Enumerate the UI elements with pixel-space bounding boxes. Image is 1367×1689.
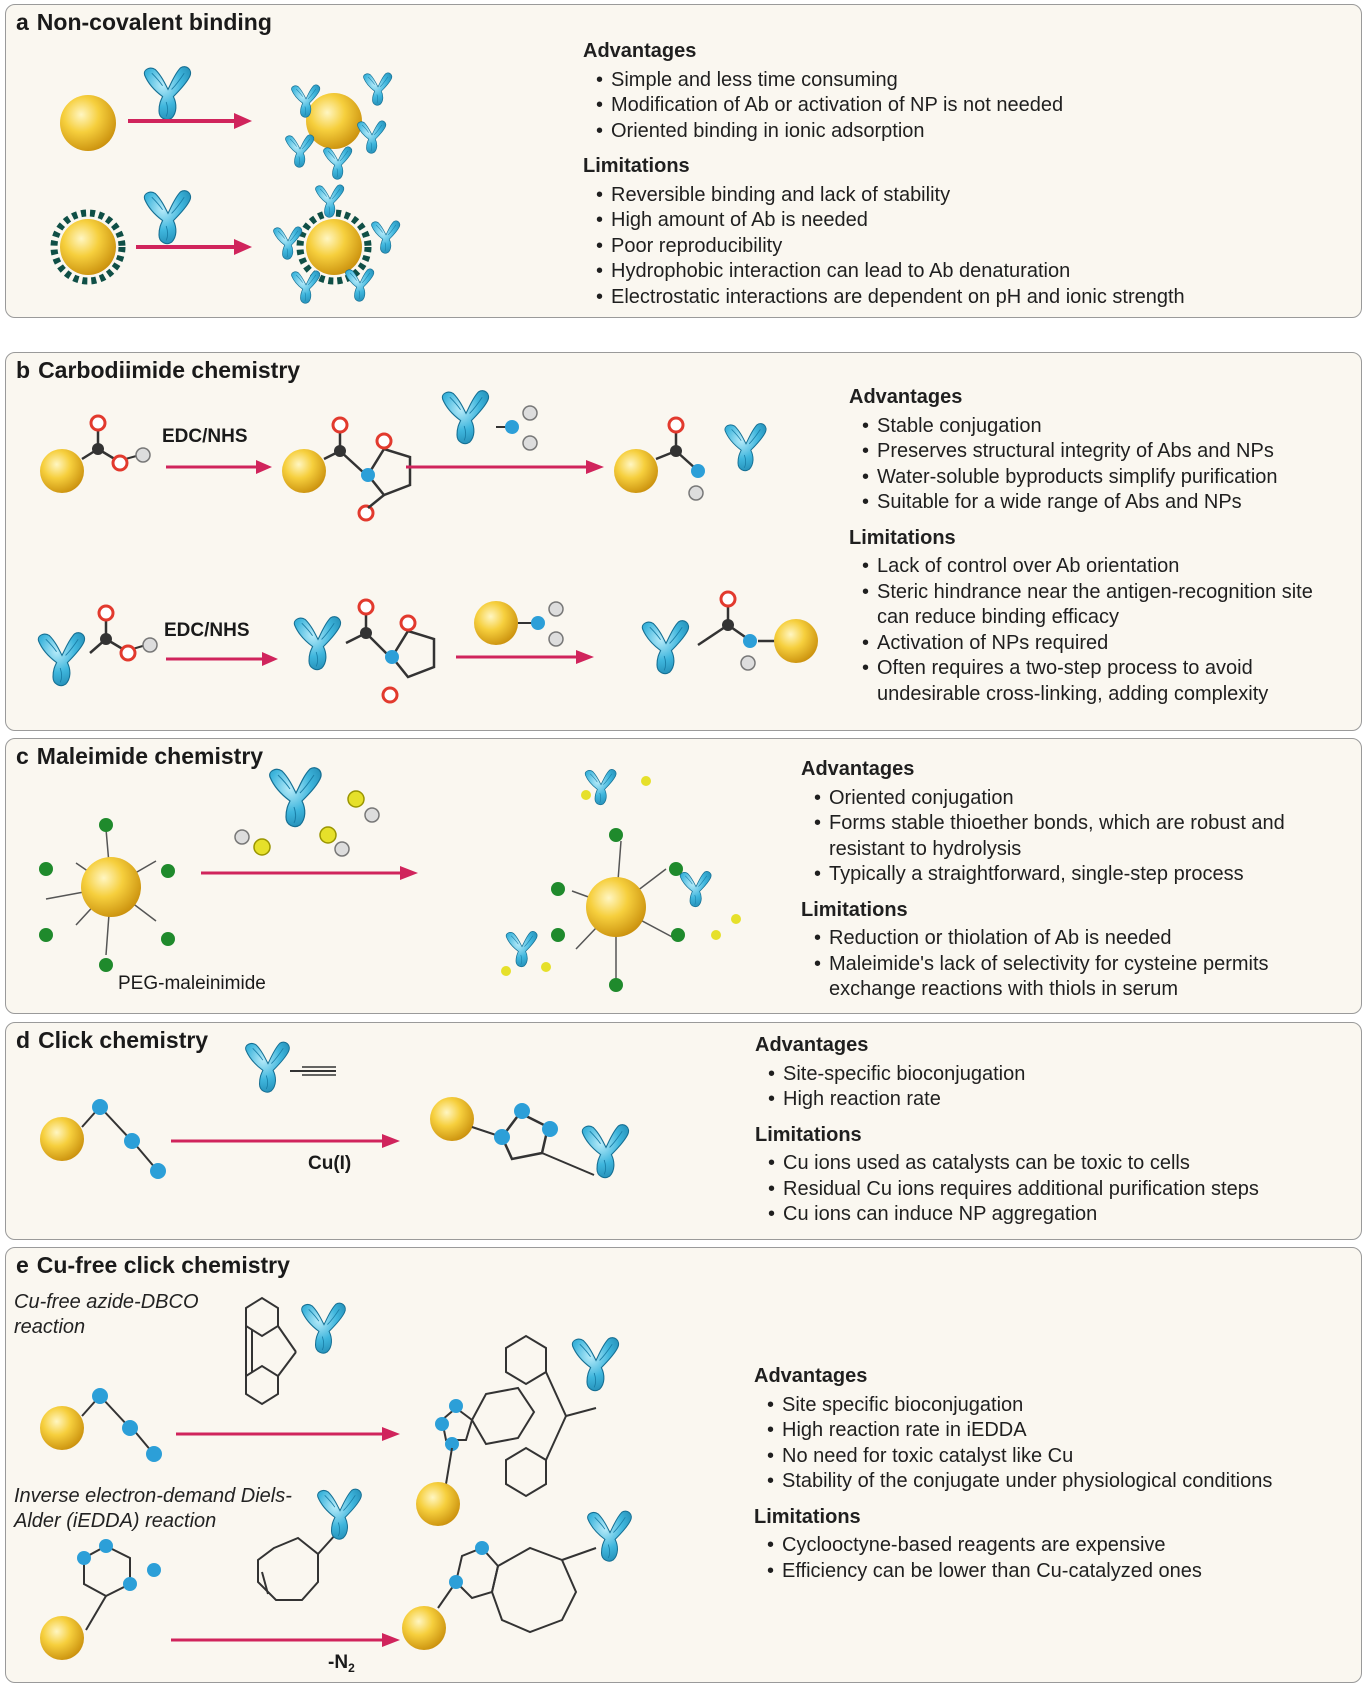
panel-c-text: Advantages Oriented conjugation Forms st… — [801, 757, 1329, 1013]
list-item: Lack of control over Ab orientation — [862, 554, 1317, 580]
panel-c-illustration: PEG-maleinimide — [39, 767, 741, 994]
reagent-label: EDC/NHS — [164, 620, 250, 641]
list-item: Modification of Ab or activation of NP i… — [596, 93, 1185, 119]
limitations-list: Cyclooctyne-based reagents are expensive… — [754, 1533, 1272, 1584]
list-item: Simple and less time consuming — [596, 68, 1185, 94]
advantages-heading: Advantages — [583, 40, 697, 62]
conjugated-nanoparticle — [306, 93, 362, 149]
list-item: Stability of the conjugate under physiol… — [767, 1469, 1272, 1495]
panel-a-text: Advantages Simple and less time consumin… — [583, 39, 1185, 320]
limitations-heading: Limitations — [755, 1123, 862, 1146]
list-item: Often requires a two-step process to avo… — [862, 656, 1317, 707]
list-item: Electrostatic interactions are dependent… — [596, 285, 1185, 311]
list-item: Activation of NPs required — [862, 631, 1317, 657]
list-item: Oriented binding in ionic adsorption — [596, 119, 1185, 145]
advantages-heading: Advantages — [754, 1365, 868, 1387]
limitations-list: Cu ions used as catalysts can be toxic t… — [755, 1151, 1259, 1228]
advantages-list: Stable conjugation Preserves structural … — [849, 414, 1317, 516]
list-item: High reaction rate in iEDDA — [767, 1418, 1272, 1444]
list-item: Reversible binding and lack of stability — [596, 183, 1185, 209]
list-item: Residual Cu ions requires additional pur… — [768, 1177, 1259, 1203]
list-item: No need for toxic catalyst like Cu — [767, 1444, 1272, 1470]
byproduct-label: -N2 — [328, 1652, 355, 1675]
list-item: Reduction or thiolation of Ab is needed — [814, 926, 1329, 952]
list-item: Poor reproducibility — [596, 234, 1185, 260]
reaction-1-label: Cu-free azide-DBCO reaction — [14, 1291, 199, 1338]
limitations-heading: Limitations — [801, 898, 908, 921]
coated-nanoparticle — [50, 209, 126, 285]
list-item: Cu ions used as catalysts can be toxic t… — [768, 1151, 1259, 1177]
panel-d-text: Advantages Site-specific bioconjugation … — [755, 1033, 1259, 1238]
panel-d-illustration: Cu(I) — [40, 1041, 630, 1179]
list-item: Site-specific bioconjugation — [768, 1062, 1259, 1088]
reaction-2-label: Inverse electron-demand Diels-Alder (iED… — [14, 1485, 292, 1532]
list-item: Efficiency can be lower than Cu-catalyze… — [767, 1559, 1272, 1585]
advantages-list: Simple and less time consuming Modificat… — [583, 68, 1185, 145]
list-item: Suitable for a wide range of Abs and NPs — [862, 490, 1317, 516]
panel-a-illustration — [50, 66, 401, 304]
list-item: Stable conjugation — [862, 414, 1317, 440]
limitations-heading: Limitations — [849, 526, 956, 549]
limitations-heading: Limitations — [754, 1505, 861, 1528]
list-item: Water-soluble byproducts simplify purifi… — [862, 465, 1317, 491]
catalyst-label: Cu(I) — [308, 1153, 351, 1174]
list-item: Cu ions can induce NP aggregation — [768, 1202, 1259, 1228]
advantages-heading: Advantages — [849, 386, 963, 408]
nanoparticle — [60, 95, 116, 151]
list-item: Typically a straightforward, single-step… — [814, 862, 1329, 888]
list-item: Maleimide's lack of selectivity for cyst… — [814, 952, 1329, 1003]
limitations-list: Reversible binding and lack of stability… — [583, 183, 1185, 311]
list-item: High amount of Ab is needed — [596, 208, 1185, 234]
advantages-list: Oriented conjugation Forms stable thioet… — [801, 786, 1329, 888]
antibody-icon — [143, 190, 192, 245]
list-item: Hydrophobic interaction can lead to Ab d… — [596, 259, 1185, 285]
list-item: Cyclooctyne-based reagents are expensive — [767, 1533, 1272, 1559]
antibody-icon — [143, 66, 192, 121]
panel-b-illustration: EDC/NHS — [37, 390, 818, 704]
limitations-list: Lack of control over Ab orientation Ster… — [849, 554, 1317, 707]
panel-b-text: Advantages Stable conjugation Preserves … — [849, 385, 1317, 717]
advantages-heading: Advantages — [755, 1034, 869, 1056]
panel-e-illustration: -N2 — [40, 1296, 632, 1675]
reagent-label: EDC/NHS — [162, 426, 248, 447]
limitations-list: Reduction or thiolation of Ab is needed … — [801, 926, 1329, 1003]
advantages-heading: Advantages — [801, 758, 915, 780]
limitations-heading: Limitations — [583, 155, 690, 177]
list-item: Site specific bioconjugation — [767, 1393, 1272, 1419]
list-item: Oriented conjugation — [814, 786, 1329, 812]
list-item: Forms stable thioether bonds, which are … — [814, 811, 1329, 862]
advantages-list: Site-specific bioconjugation High reacti… — [755, 1062, 1259, 1113]
list-item: Steric hindrance near the antigen-recogn… — [862, 580, 1317, 631]
list-item: High reaction rate — [768, 1087, 1259, 1113]
list-item: Preserves structural integrity of Abs an… — [862, 439, 1317, 465]
advantages-list: Site specific bioconjugation High reacti… — [754, 1393, 1272, 1495]
peg-maleimide-label: PEG-maleinimide — [118, 973, 266, 994]
panel-e-text: Advantages Site specific bioconjugation … — [754, 1364, 1272, 1594]
